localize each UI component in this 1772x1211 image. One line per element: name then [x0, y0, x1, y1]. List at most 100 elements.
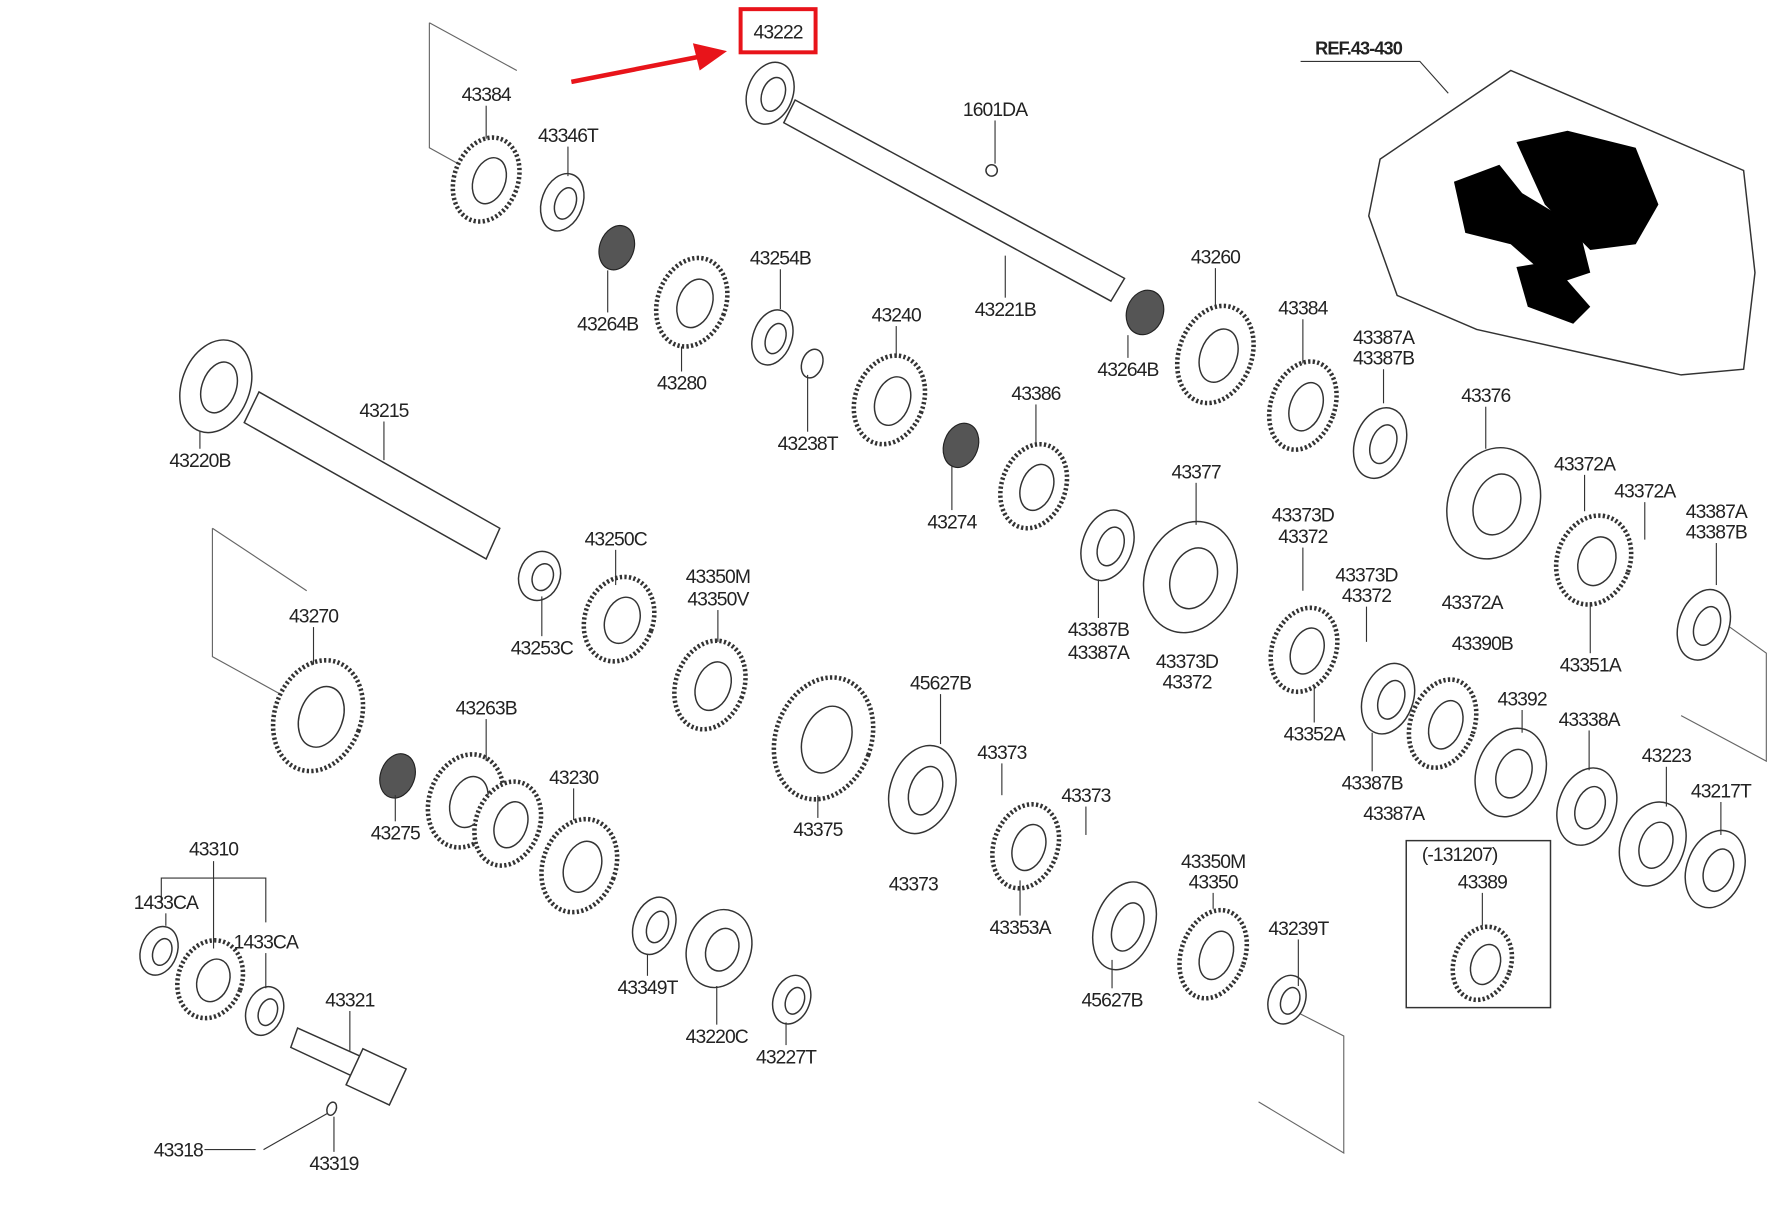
part-number-label[interactable]: 43375 [793, 820, 843, 841]
part-bore [1368, 424, 1398, 465]
part-number-label[interactable]: 43253C [511, 638, 575, 659]
part-number-label[interactable]: 43349T [617, 978, 679, 999]
part-bore [1702, 848, 1735, 893]
part-number-label[interactable]: 43373D [1156, 652, 1220, 673]
part-bore [645, 910, 670, 944]
part-number-label[interactable]: 43220C [686, 1027, 750, 1048]
part-bore [1692, 605, 1722, 646]
part-number-label[interactable]: 43372A [1442, 593, 1505, 614]
ring-part [326, 1101, 338, 1117]
part-number-label[interactable]: 43373 [1061, 786, 1111, 807]
bracket-lines [211, 22, 1767, 1155]
part-bore [800, 705, 853, 774]
part-number-label[interactable]: 43318 [154, 1140, 204, 1161]
red-arrow-icon [570, 43, 727, 85]
part-number-label[interactable]: 43264B [577, 315, 639, 336]
part-number-label[interactable]: 43352A [1284, 725, 1347, 746]
part-number-label[interactable]: 43373 [977, 743, 1027, 764]
part-number-label[interactable]: 43310 [189, 839, 239, 860]
part-number-label[interactable]: 43230 [549, 768, 599, 789]
part-bore [1472, 473, 1522, 536]
part-number-label[interactable]: 43387B [1686, 522, 1748, 543]
part-number-label[interactable]: 43377 [1172, 462, 1222, 483]
part-number-label[interactable]: 43390B [1452, 634, 1514, 655]
part-number-label[interactable]: 1433CA [134, 893, 200, 914]
reference-label[interactable]: REF.43-430 [1315, 39, 1404, 59]
part-bore [195, 958, 231, 1003]
part-bore [907, 765, 944, 816]
part-number-label[interactable]: 43321 [325, 990, 375, 1011]
part-number-label[interactable]: 43260 [1191, 248, 1241, 269]
part-number-label[interactable]: 43373D [1335, 566, 1399, 587]
part-number-label[interactable]: 43338A [1559, 710, 1622, 731]
part-number-label[interactable]: 43389 [1458, 872, 1508, 893]
leader-lines [160, 105, 1722, 1152]
part-number-label[interactable]: 43387B [1342, 774, 1404, 795]
part-number-label[interactable]: 43351A [1560, 655, 1623, 676]
part-number-label[interactable]: 43372A [1614, 482, 1677, 503]
input-shaft-43215 [243, 390, 501, 560]
part-number-label[interactable]: 43274 [927, 512, 978, 533]
part-bore [1198, 328, 1239, 383]
part-bore [603, 596, 641, 645]
part-number-label[interactable]: 43372 [1162, 672, 1212, 693]
part-number-label[interactable]: 43373D [1272, 505, 1336, 526]
part-number-label[interactable]: 43372A [1554, 454, 1617, 475]
part-number-label[interactable]: 43387A [1353, 328, 1416, 349]
part-number-label[interactable]: 43392 [1498, 689, 1548, 710]
part-number-label[interactable]: 43319 [309, 1154, 359, 1175]
part-number-label[interactable]: 43387A [1686, 502, 1749, 523]
part-number-label[interactable]: 43220B [169, 451, 231, 472]
part-number-label[interactable]: 43386 [1011, 384, 1061, 405]
part-number-label[interactable]: 43387A [1363, 804, 1426, 825]
part-number-label[interactable]: 43387B [1068, 620, 1130, 641]
part-number-label[interactable]: 43350 [1189, 872, 1239, 893]
part-bore [1198, 930, 1235, 981]
part-number-label[interactable]: 1601DA [963, 100, 1029, 121]
part-number-label[interactable]: 43350M [686, 567, 751, 588]
part-number-label[interactable]: 43384 [1278, 299, 1329, 320]
part-number-label[interactable]: 43217T [1691, 781, 1753, 802]
part-number-label[interactable]: 43346T [538, 126, 600, 147]
part-number-label[interactable]: 43239T [1268, 919, 1330, 940]
part-number-label[interactable]: 43353A [989, 918, 1052, 939]
part-number-label[interactable]: 43264B [1097, 360, 1159, 381]
part-number-label[interactable]: 43227T [756, 1047, 818, 1068]
part-number-label[interactable]: 43376 [1461, 386, 1511, 407]
part-bore [531, 563, 555, 592]
part-number-label[interactable]: 45627B [910, 674, 972, 695]
part-number-label[interactable]: 43238T [778, 434, 840, 455]
part-bore [764, 322, 787, 355]
part-number-label[interactable]: 43240 [872, 306, 922, 327]
part-number-label[interactable]: 43387A [1068, 643, 1131, 664]
ring-part [985, 164, 999, 177]
part-number-label[interactable]: 43373 [889, 875, 939, 896]
part-bore [1279, 986, 1301, 1015]
transmission-housing-illustration [1367, 69, 1756, 376]
part-bore [1469, 943, 1502, 986]
part-number-label[interactable]: 43223 [1642, 746, 1692, 767]
part-bore [1577, 536, 1617, 587]
part-number-label[interactable]: 43215 [359, 401, 409, 422]
part-number-label[interactable]: 43270 [289, 607, 339, 628]
part-number-label[interactable]: 43254B [750, 249, 812, 270]
part-number-label[interactable]: 43263B [456, 699, 518, 720]
part-number-label[interactable]: 43384 [462, 85, 513, 106]
part-number-label[interactable]: 43387B [1353, 349, 1415, 370]
part-number-label[interactable]: 43350M [1181, 852, 1246, 873]
part-number-label[interactable]: 43275 [371, 823, 421, 844]
part-bore [784, 986, 806, 1015]
part-number-label[interactable]: 43280 [657, 374, 707, 395]
part-bore [151, 937, 173, 967]
parts [139, 61, 1746, 1117]
part-number-label[interactable]: 43350V [687, 589, 750, 610]
part-bore [760, 76, 787, 113]
part-number-label[interactable]: 43250C [585, 529, 649, 550]
part-number-label[interactable]: 43372 [1278, 527, 1328, 548]
part-number-label[interactable]: 43372 [1342, 586, 1392, 607]
needle-bearing-part [1125, 289, 1165, 336]
part-number-label[interactable]: 43222 [754, 23, 804, 44]
part-number-label[interactable]: 43221B [975, 300, 1037, 321]
part-number-label[interactable]: 1433CA [234, 933, 300, 954]
part-number-label[interactable]: 45627B [1081, 990, 1143, 1011]
